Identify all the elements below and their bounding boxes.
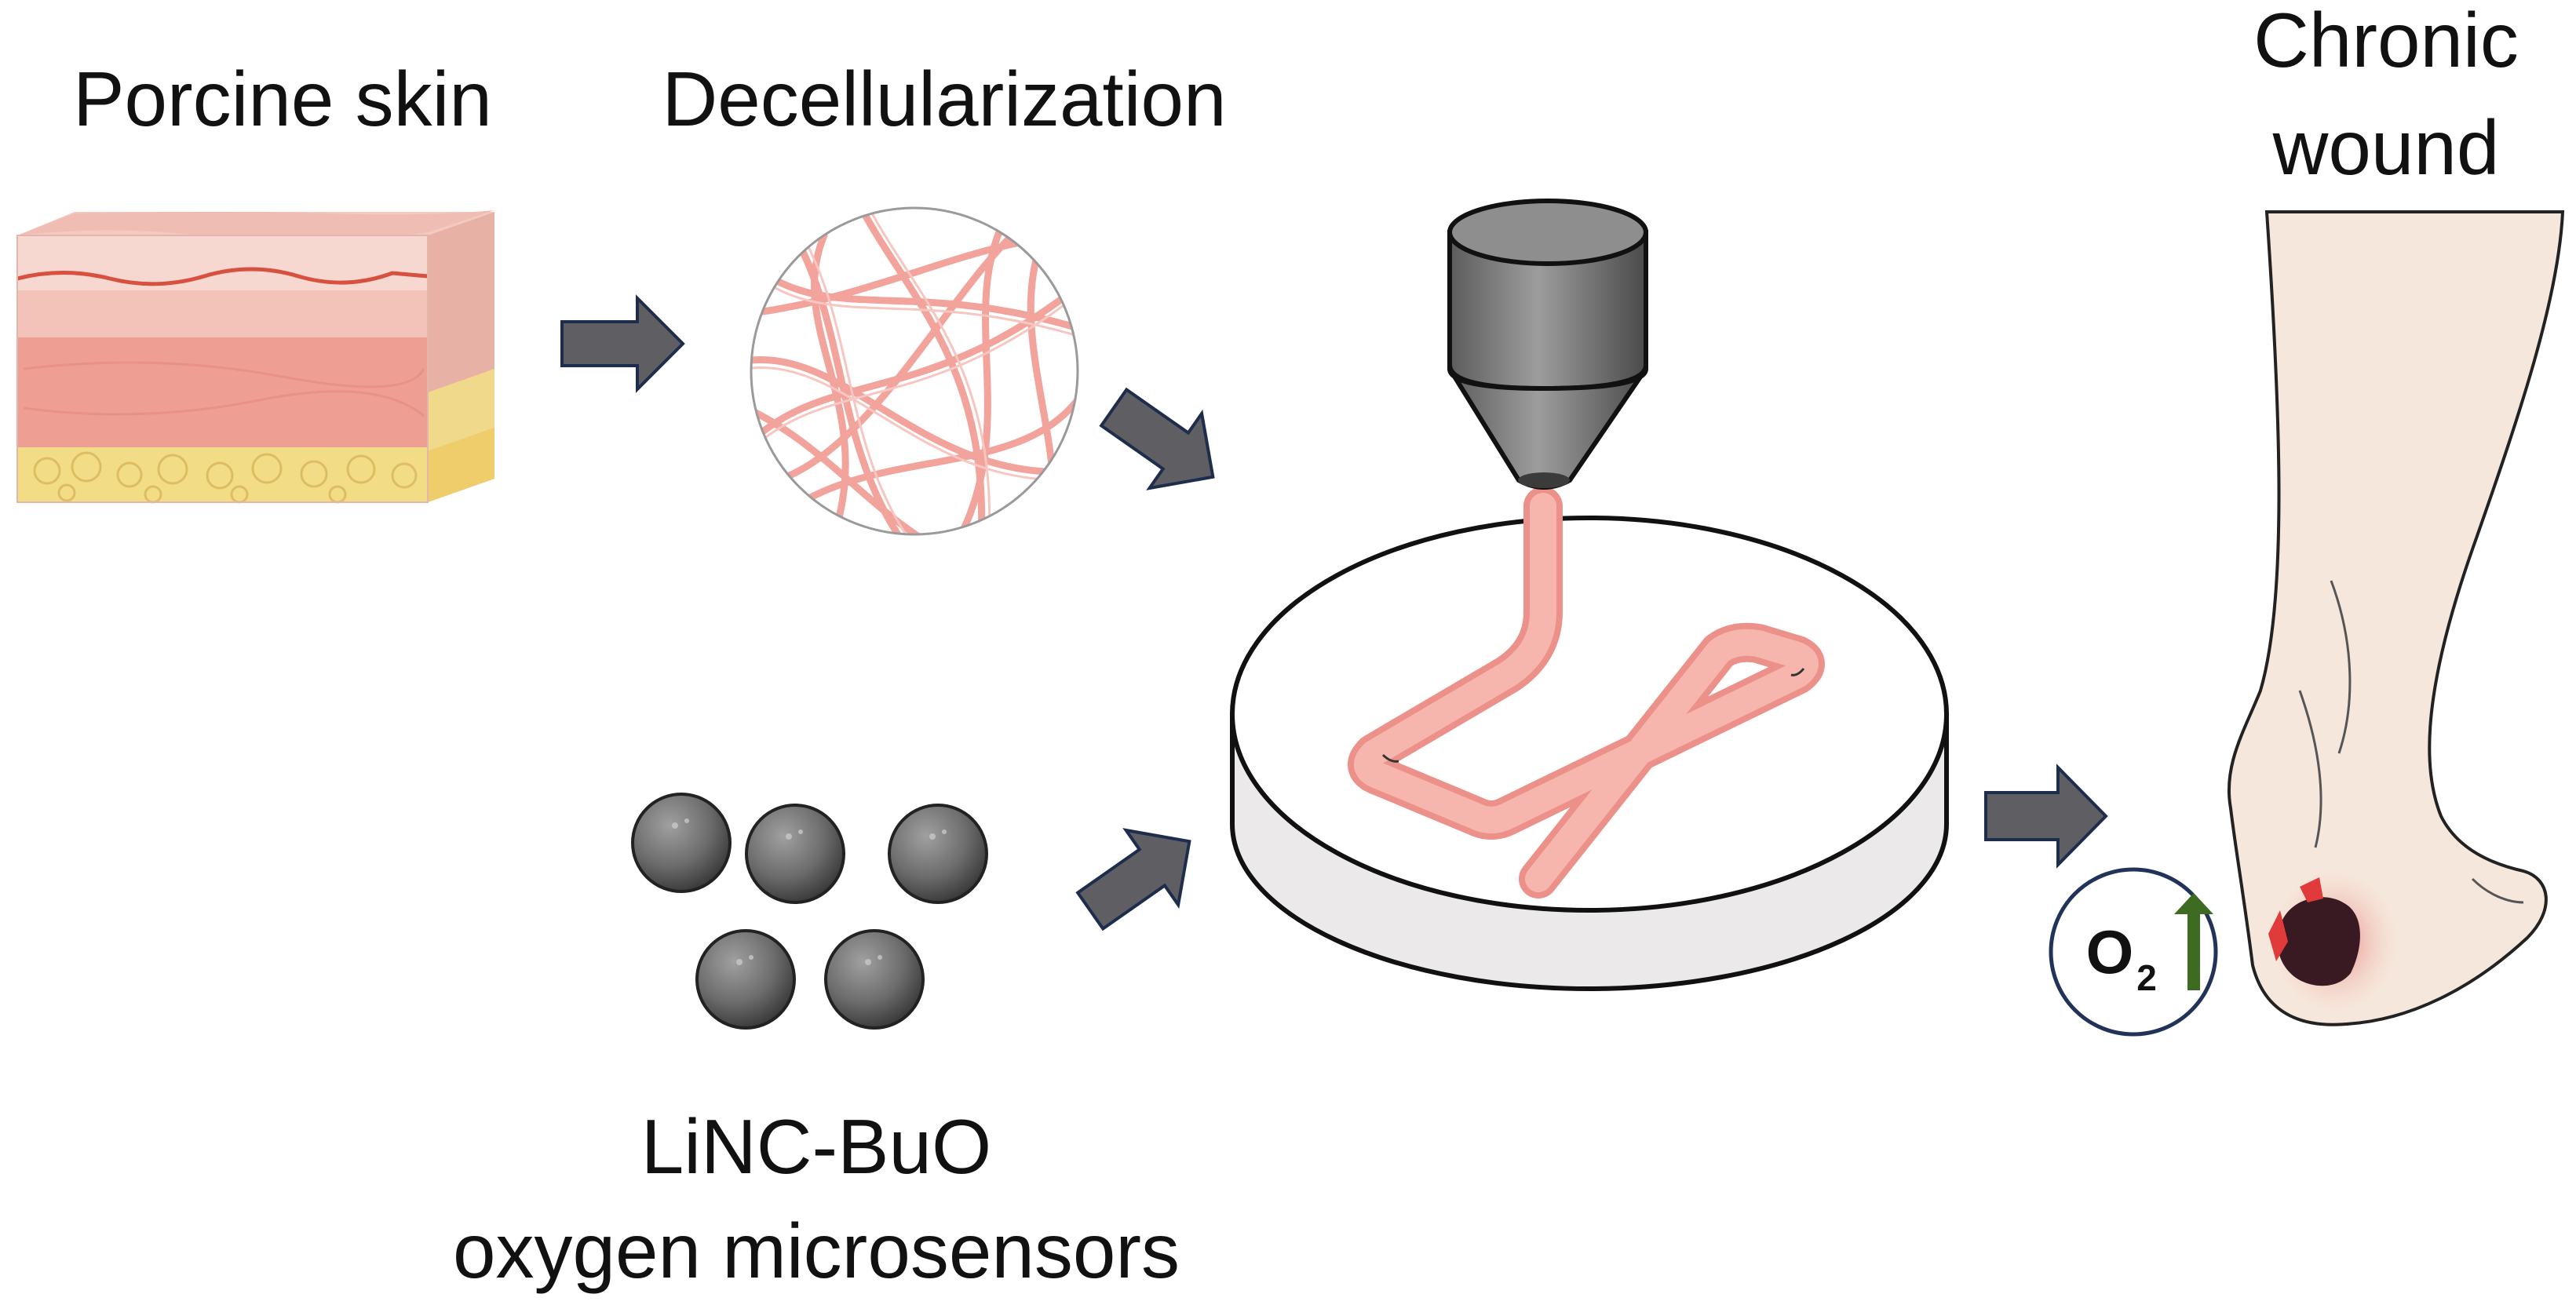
print-dish-icon bbox=[1230, 487, 1949, 991]
bioprinter-nozzle-icon bbox=[1447, 199, 1649, 490]
sensor-label-line1: LiNC-BuO bbox=[641, 1103, 992, 1190]
arrow-printer-to-wound bbox=[1984, 764, 2108, 869]
chronic-wound-label-line1: Chronic bbox=[2253, 0, 2519, 83]
chronic-wound-label-line2: wound bbox=[2272, 104, 2500, 191]
foot-icon bbox=[2227, 210, 2565, 1026]
arrow-decell-to-printer bbox=[1099, 387, 1215, 490]
oxygen-badge: O 2 bbox=[2049, 867, 2218, 1037]
oxygen-badge-symbol: O bbox=[2086, 917, 2134, 986]
arrow-skin-to-decell bbox=[560, 294, 685, 393]
microsensor-sphere-icon bbox=[631, 793, 988, 1030]
sensor-label-line2: oxygen microsensors bbox=[453, 1208, 1180, 1294]
skin-cross-section-icon bbox=[16, 210, 494, 504]
oxygen-badge-subscript: 2 bbox=[2136, 957, 2157, 998]
porcine-skin-label: Porcine skin bbox=[73, 56, 492, 142]
collagen-fiber-icon bbox=[750, 206, 1079, 536]
arrow-sensors-to-printer bbox=[1075, 828, 1191, 931]
decellularization-label: Decellularization bbox=[662, 56, 1226, 142]
oxygen-up-arrow-icon bbox=[2174, 893, 2213, 990]
